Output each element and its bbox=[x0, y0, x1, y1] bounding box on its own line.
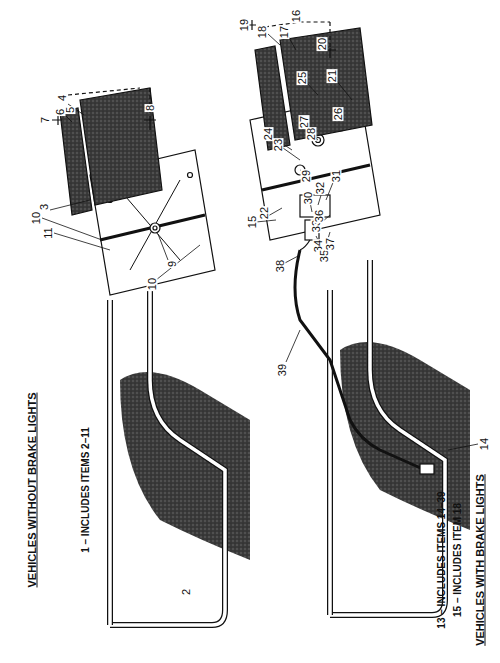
callout-number: 39 bbox=[277, 363, 288, 377]
callout-number: 16 bbox=[291, 9, 302, 23]
callout-number: 21 bbox=[327, 69, 338, 83]
seat-back-strip bbox=[255, 46, 290, 150]
callout-number: 37 bbox=[325, 237, 336, 251]
seat-back-strip bbox=[60, 108, 92, 215]
assembly-note: 15 – INCLUDES ITEM 18 bbox=[453, 503, 463, 617]
callout-number: 30 bbox=[303, 191, 314, 205]
callout-number: 23 bbox=[273, 138, 284, 152]
callout-number: 5 bbox=[65, 106, 76, 114]
view-heading: VEHICLES WITHOUT BRAKE LIGHTS bbox=[27, 393, 38, 588]
callout-number: 20 bbox=[317, 37, 328, 51]
seat-cushion bbox=[80, 88, 162, 205]
callout-number: 32 bbox=[315, 181, 326, 195]
callout-number: 11 bbox=[43, 226, 54, 239]
callout-number: 28 bbox=[306, 127, 317, 141]
callout-number: 38 bbox=[275, 259, 286, 273]
callout-number: 19 bbox=[239, 18, 250, 32]
callout-number: 6 bbox=[55, 108, 66, 116]
seat-frame bbox=[330, 260, 445, 615]
callout-number: 9 bbox=[167, 260, 178, 268]
callout-number: 31 bbox=[331, 169, 342, 183]
callout-number: 29 bbox=[301, 169, 312, 183]
callout-number: 15 bbox=[247, 215, 258, 229]
callout-number: 18 bbox=[257, 25, 268, 39]
callout-number: 8 bbox=[145, 104, 156, 112]
callout-number: 10 bbox=[147, 277, 158, 291]
callout-number: 10 bbox=[31, 211, 42, 225]
callout-number: 22 bbox=[259, 206, 270, 220]
wire-harness bbox=[295, 250, 425, 470]
callout-number: 26 bbox=[333, 107, 344, 121]
assembly-note: 1 – INCLUDES ITEMS 2–11 bbox=[81, 427, 91, 553]
seat-frame bbox=[110, 270, 225, 625]
callout-number: 3 bbox=[39, 203, 50, 211]
callout-number: 7 bbox=[40, 116, 51, 124]
callout-number: 4 bbox=[57, 94, 68, 102]
callout-number: 14 bbox=[479, 437, 490, 451]
view-heading: VEHICLES WITH BRAKE LIGHTS bbox=[475, 474, 486, 646]
floor-carpet bbox=[120, 372, 250, 560]
callout-number: 17 bbox=[279, 25, 290, 39]
assembly-note: 13 – INCLUDES ITEMS 14–39 bbox=[437, 491, 447, 628]
callout-number: 2 bbox=[181, 588, 192, 596]
callout-number: 36 bbox=[314, 209, 325, 223]
seat-cushion bbox=[280, 28, 372, 140]
callout-number: 25 bbox=[297, 71, 308, 85]
